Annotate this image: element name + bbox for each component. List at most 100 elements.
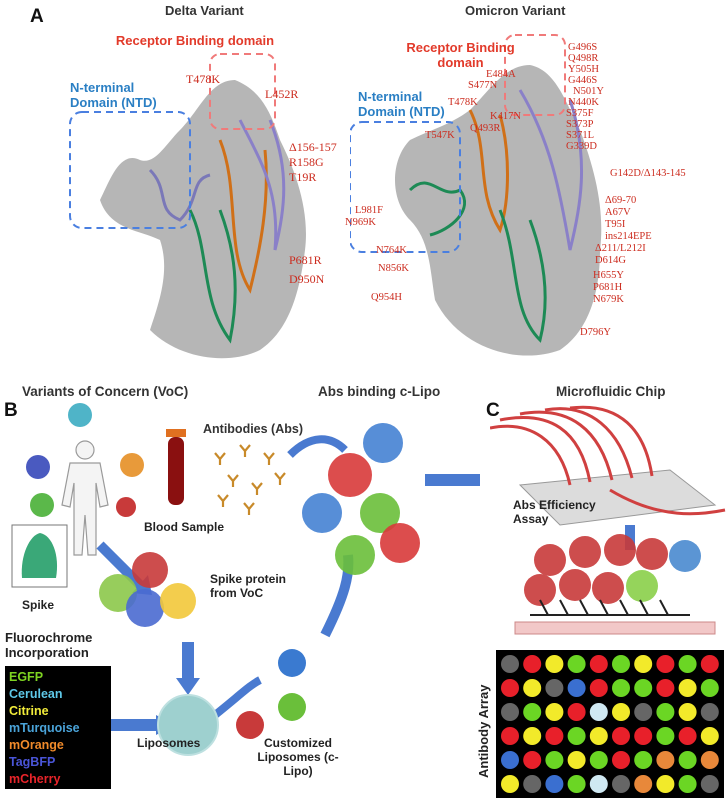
abs-binding-title: Abs binding c-Lipo xyxy=(318,384,441,399)
clipo-bound-icon xyxy=(328,453,372,497)
omicron-mutation-label: K417N xyxy=(490,111,521,122)
array-spot xyxy=(501,679,519,697)
clipo-bound-icon xyxy=(363,423,403,463)
omicron-mutation-label: D614G xyxy=(595,255,626,266)
delta-title: Delta Variant xyxy=(165,3,244,18)
delta-mutation-label: L452R xyxy=(265,87,299,101)
virus-icon xyxy=(30,493,54,517)
clipo-icon xyxy=(278,693,306,721)
delta-mutation-label: R158G xyxy=(289,155,324,169)
antibody-array-grid xyxy=(501,655,719,793)
omicron-ntd-box xyxy=(350,121,461,253)
delta-mutation-label: T478K xyxy=(186,72,220,86)
array-spot xyxy=(656,727,675,745)
fluorochrome-title: Fluorochrome Incorporation xyxy=(5,630,93,660)
arrow-head-icon xyxy=(176,678,200,695)
delta-ntd-label: N-terminal Domain (NTD) xyxy=(70,80,157,110)
array-spot xyxy=(545,775,564,793)
omicron-mutation-label: T95I xyxy=(605,219,626,230)
array-spot xyxy=(523,727,542,745)
clipo-bound-icon xyxy=(302,493,342,533)
array-spot xyxy=(634,679,653,697)
array-spot xyxy=(612,679,630,697)
fluorochrome-item-cerulean: Cerulean xyxy=(9,687,63,701)
virus-icon xyxy=(26,455,50,479)
array-spot xyxy=(634,703,653,721)
array-spot xyxy=(634,751,653,769)
delta-ntd-box xyxy=(69,111,191,229)
fluorochrome-item-morange: mOrange xyxy=(9,738,64,752)
clipo-bound-icon xyxy=(360,493,400,533)
arrow-curve-icon xyxy=(287,435,348,458)
array-spot xyxy=(700,679,719,697)
omicron-orange-ribbon xyxy=(468,109,509,234)
antibody-lattice-icon xyxy=(530,599,690,616)
omicron-mutation-label: G496S xyxy=(568,42,598,53)
omicron-mutation-label: S373P xyxy=(566,119,594,130)
omicron-mutation-label: H655Y xyxy=(593,270,624,281)
array-spot xyxy=(612,751,630,769)
array-spot xyxy=(567,703,586,721)
omicron-mutation-label: N679K xyxy=(593,294,624,305)
array-spot xyxy=(589,727,608,745)
omicron-mutation-label: Δ69-70 xyxy=(605,195,637,206)
omicron-mutation-label: P681H xyxy=(593,282,623,293)
array-spot xyxy=(612,727,630,745)
array-spot xyxy=(678,727,697,745)
array-spot xyxy=(545,655,564,673)
array-spot xyxy=(612,655,630,673)
array-spot xyxy=(567,727,586,745)
array-spot xyxy=(678,775,697,793)
panel-b-letter: B xyxy=(4,400,18,421)
omicron-mutation-label: E484A xyxy=(486,69,516,80)
arrow-up-icon xyxy=(212,676,262,719)
fluorochrome-item-mcherry: mCherry xyxy=(9,772,61,786)
array-spot xyxy=(612,703,630,721)
array-spot xyxy=(501,655,519,673)
fluorochrome-item-egfp: EGFP xyxy=(9,670,44,684)
array-spot xyxy=(545,727,564,745)
array-spot xyxy=(678,703,697,721)
omicron-green-ribbon-2 xyxy=(498,209,547,343)
omicron-mutation-label: Δ211/L212I xyxy=(595,243,646,254)
panel-b-illustration xyxy=(11,403,480,756)
array-spot xyxy=(523,751,542,769)
delta-orange-ribbon xyxy=(218,139,268,294)
omicron-mutation-label: G446S xyxy=(568,75,598,86)
chip-title: Microfluidic Chip xyxy=(556,384,666,399)
array-spot xyxy=(501,751,519,769)
blood-sample-label: Blood Sample xyxy=(144,520,225,534)
array-spot xyxy=(656,751,675,769)
array-spot xyxy=(656,679,675,697)
omicron-mutation-label: Y505H xyxy=(568,64,599,75)
array-spot xyxy=(700,703,719,721)
omicron-mutation-label: N764K xyxy=(376,245,407,256)
array-spot xyxy=(501,775,519,793)
delta-mutation-label: T19R xyxy=(289,170,317,184)
omicron-rbd-label: Receptor Binding domain xyxy=(406,40,515,70)
omicron-mutation-label: T547K xyxy=(425,130,455,141)
delta-protein-structure xyxy=(69,53,306,359)
liposomes-label: Liposomes xyxy=(137,736,201,750)
array-spot xyxy=(612,775,630,793)
human-figure-icon xyxy=(61,440,109,556)
omicron-purple-ribbon xyxy=(518,89,583,251)
omicron-mutation-label: S375F xyxy=(566,108,594,119)
antibody-icons xyxy=(214,444,286,515)
array-spot xyxy=(700,655,719,673)
panel-c-illustration xyxy=(490,405,726,635)
omicron-mutation-label: D796Y xyxy=(580,327,611,338)
delta-purple-ribbon xyxy=(238,119,286,251)
array-spot xyxy=(545,751,564,769)
omicron-mutation-label: ins214EPE xyxy=(605,231,652,242)
array-spot xyxy=(501,727,519,745)
abs-assay-label: Abs Efficiency Assay xyxy=(513,498,596,526)
spike-protein-label: Spike protein from VoC xyxy=(210,572,287,600)
clipo-icon xyxy=(278,649,306,677)
array-spot xyxy=(567,751,586,769)
virus-icon xyxy=(116,497,136,517)
antibodies-label: Antibodies (Abs) xyxy=(203,422,303,436)
array-spot xyxy=(523,655,542,673)
omicron-mutation-label: T478K xyxy=(448,97,478,108)
spike-label: Spike xyxy=(22,598,55,612)
